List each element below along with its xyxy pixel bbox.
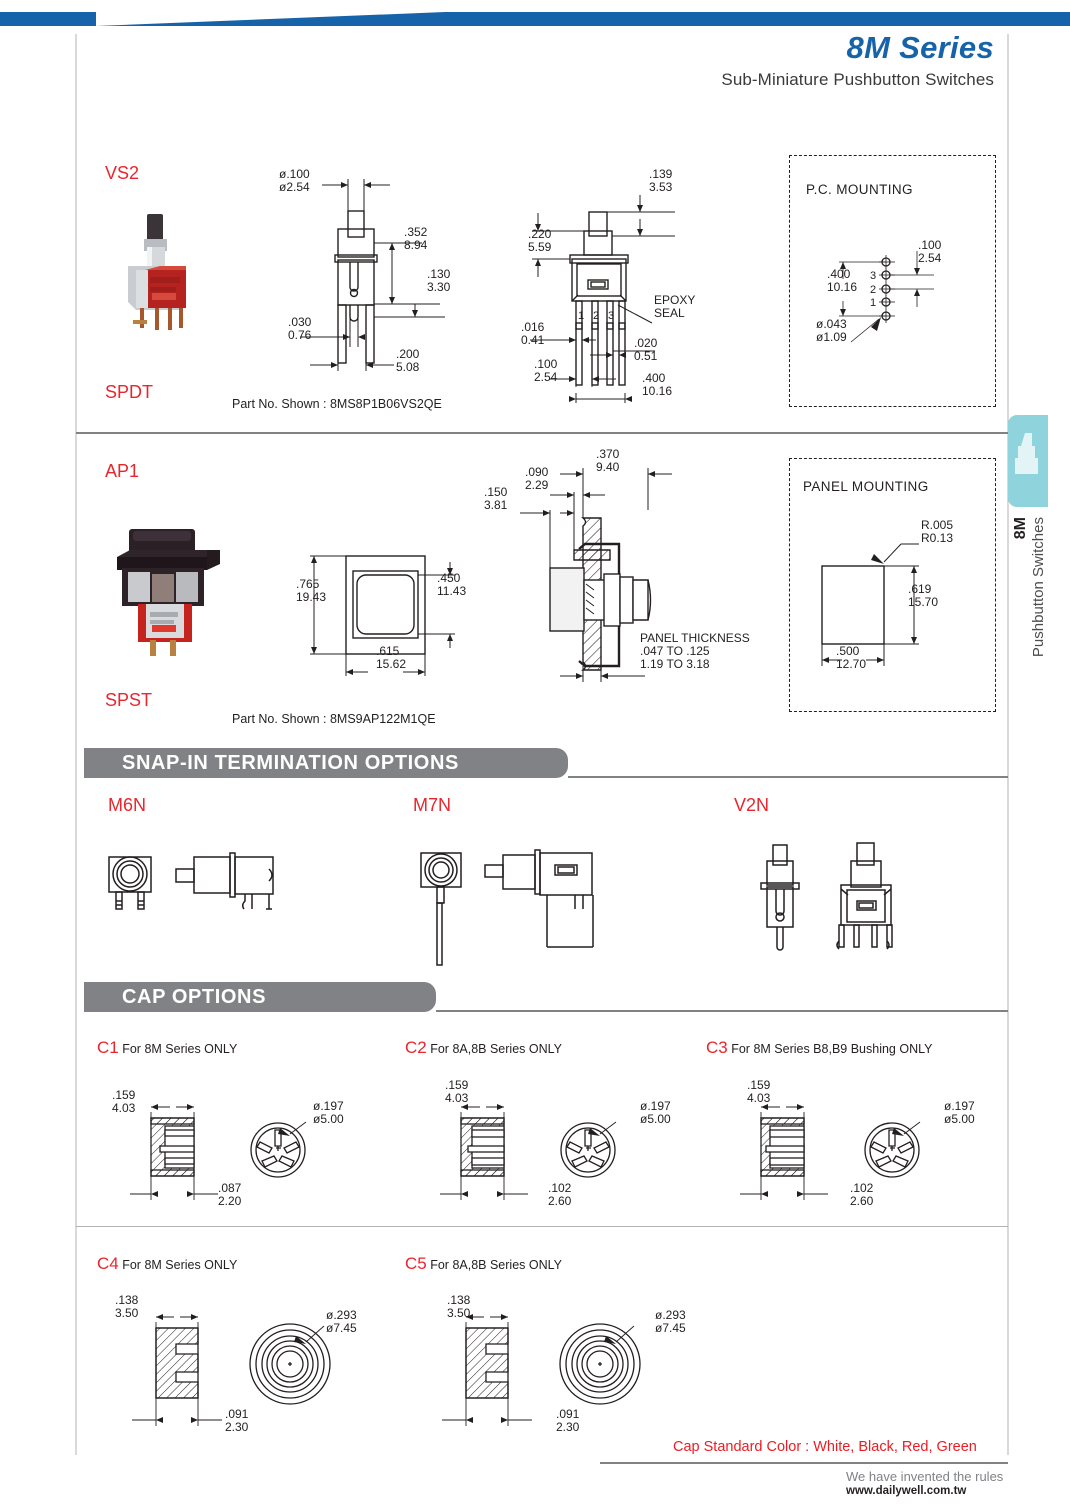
cap-label-c2: C2 For 8A,8B Series ONLY — [405, 1038, 562, 1057]
drawing-vs2-side: 1 2 3 — [530, 195, 675, 403]
section-code-ap1: AP1 — [105, 461, 140, 481]
pc-mounting-title: P.C. MOUNTING — [806, 182, 913, 197]
termination-option-m6n: M6N — [108, 795, 147, 815]
svg-text:3: 3 — [608, 310, 614, 322]
pushbutton-icon — [1015, 433, 1038, 474]
panel-mounting-title: PANEL MOUNTING — [803, 479, 929, 494]
part-no-ap1: Part No. Shown : 8MS9AP122M1QE — [232, 712, 436, 726]
banner-caps: CAP OPTIONS — [84, 982, 436, 1012]
drawing-cap-c4 — [132, 1314, 331, 1426]
footer-url[interactable]: www.dailywell.com.tw — [846, 1485, 967, 1497]
section-pole-ap1: SPST — [105, 690, 153, 710]
pc-mounting-box — [789, 155, 996, 407]
termination-option-v2n: V2N — [734, 795, 770, 815]
cap-label-c5: C5 For 8A,8B Series ONLY — [405, 1254, 562, 1273]
side-tab: 8M Pushbutton Switches — [1008, 415, 1048, 720]
banner-rule-2 — [436, 1010, 1008, 1012]
drawing-cap-c5 — [442, 1314, 641, 1426]
panel-mounting-box — [789, 458, 996, 712]
drawing-panel-mounting — [821, 543, 919, 666]
banner-termination: SNAP-IN TERMINATION OPTIONS — [84, 748, 568, 778]
divider-1 — [76, 432, 1008, 434]
header-band — [0, 0, 1070, 34]
drawing-m6n — [108, 852, 274, 910]
drawing-pc-mounting: 3 2 1 — [839, 251, 934, 343]
svg-text:3: 3 — [870, 270, 876, 282]
drawing-m7n — [420, 849, 594, 966]
svg-text:1: 1 — [578, 310, 584, 322]
section-pole-vs2: SPDT — [105, 382, 154, 402]
drawing-vs2-front — [300, 179, 445, 371]
cap-standard-color-note: Cap Standard Color : White, Black, Red, … — [673, 1439, 977, 1455]
page-title: 8M Series — [846, 30, 994, 65]
footer-slogan: We have invented the rules — [846, 1469, 1004, 1484]
drawing-ap1-front — [310, 555, 455, 676]
side-tab-code: 8M — [1012, 517, 1029, 540]
drawing-cap-c3 — [740, 1104, 921, 1200]
page-subtitle: Sub-Miniature Pushbutton Switches — [721, 70, 994, 89]
drawing-ap1-side — [520, 468, 672, 682]
side-tab-label: Pushbutton Switches — [1030, 517, 1047, 658]
cap-label-c4: C4 For 8M Series ONLY — [97, 1254, 238, 1273]
drawing-v2n — [760, 842, 893, 951]
svg-text:1: 1 — [870, 297, 876, 309]
side-tab-text: 8M Pushbutton Switches — [1008, 517, 1048, 717]
product-photo-ap1 — [100, 512, 230, 667]
drawing-cap-c1 — [130, 1104, 307, 1200]
svg-text:2: 2 — [870, 284, 876, 296]
cap-label-c3: C3 For 8M Series B8,B9 Bushing ONLY — [706, 1038, 933, 1057]
section-code-vs2: VS2 — [105, 163, 140, 183]
svg-text:2: 2 — [593, 310, 599, 322]
part-no-vs2: Part No. Shown : 8MS8P1B06VS2QE — [232, 397, 442, 411]
drawing-cap-c2 — [440, 1104, 617, 1200]
product-photo-vs2 — [100, 192, 220, 337]
footer-rule — [600, 1462, 1008, 1464]
callout-panel-thickness: PANEL THICKNESS .047 TO .125 1.19 TO 3.1… — [640, 631, 750, 671]
termination-option-m7n: M7N — [413, 795, 452, 815]
cap-label-c1: C1 For 8M Series ONLY — [97, 1038, 238, 1057]
divider-2 — [76, 1226, 1008, 1227]
banner-rule-1 — [568, 776, 1008, 778]
